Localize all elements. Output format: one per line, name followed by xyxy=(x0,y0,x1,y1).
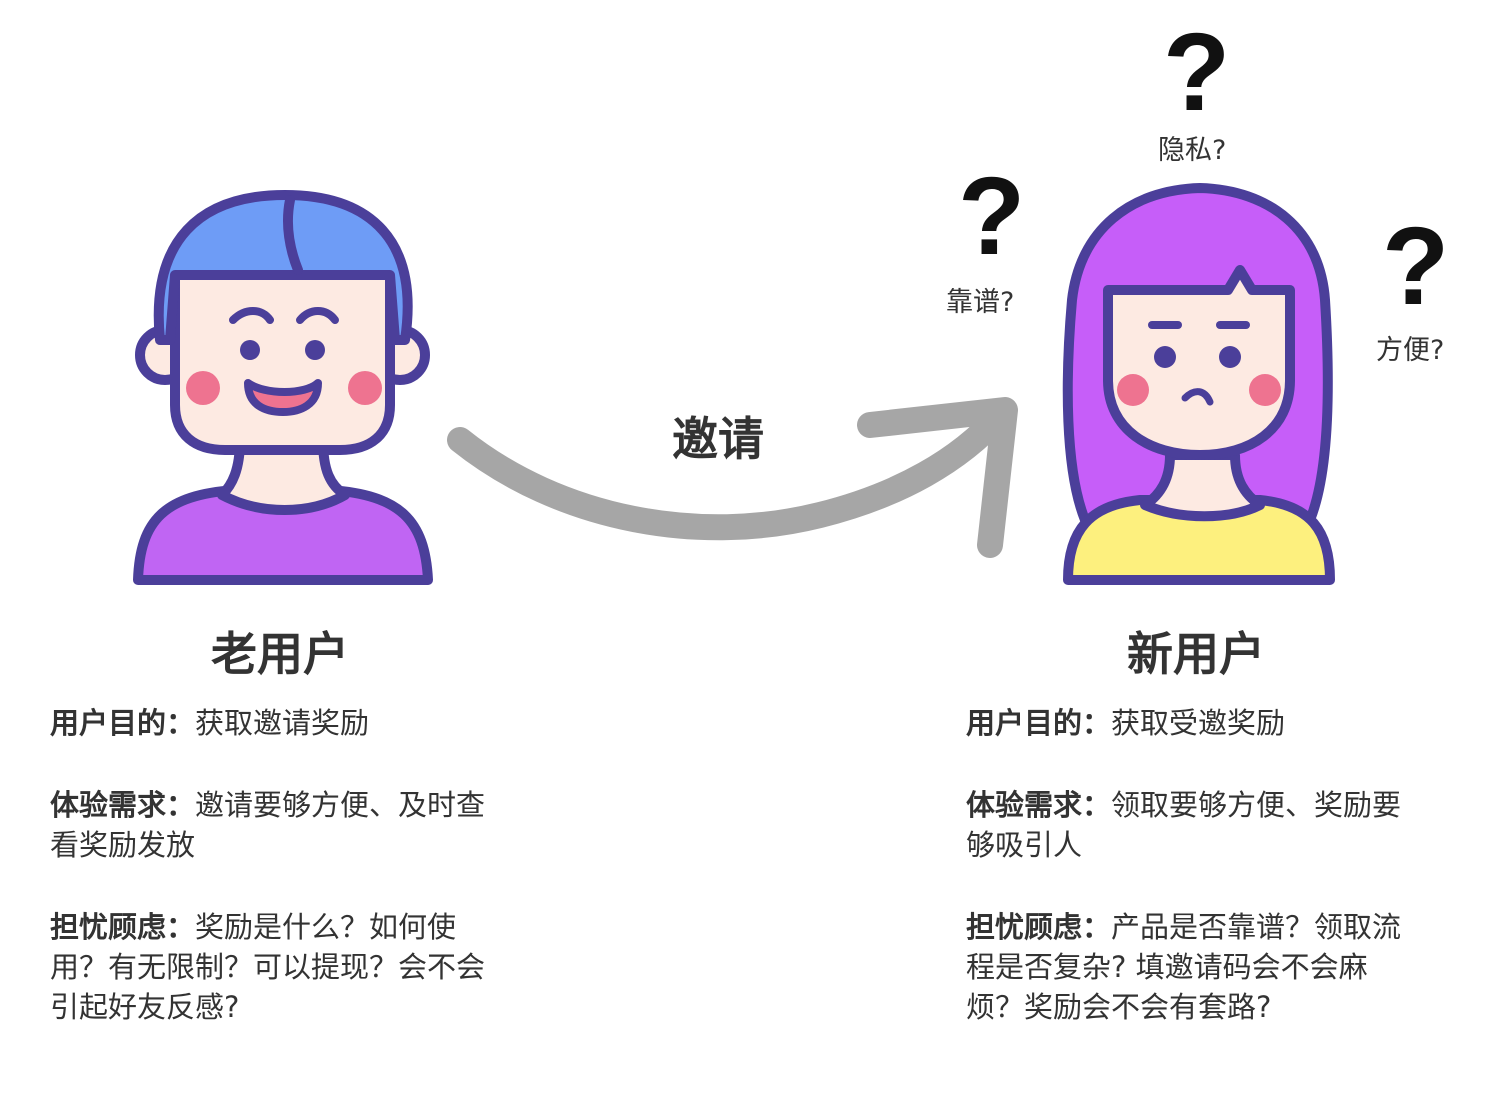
old-user-title: 老用户 xyxy=(211,627,349,681)
invite-label: 邀请 xyxy=(672,412,764,466)
boy-face xyxy=(170,265,395,455)
new-user-avatar xyxy=(1062,183,1335,585)
boy-neck xyxy=(217,435,350,515)
girl-neck xyxy=(1140,450,1265,522)
boy-hair xyxy=(153,190,413,345)
question-privacy: 隐私? xyxy=(1158,135,1227,166)
old-user-avatar xyxy=(133,190,433,585)
question-mark-icon: ? xyxy=(958,155,1026,278)
invite-arrow xyxy=(447,397,1018,558)
new-user-concerns: 担忧顾虑：产品是否靠谱？领取流程是否复杂? 填邀请码会不会麻烦？奖励会不会有套路… xyxy=(966,910,1402,1024)
old-user-needs: 体验需求：邀请要够方便、及时查看奖励发放 xyxy=(50,788,486,862)
new-user-goal: 用户目的：获取受邀奖励 xyxy=(966,706,1286,740)
boy-smile xyxy=(244,379,322,416)
question-convenient: 方便? xyxy=(1376,335,1445,366)
old-user-concerns: 担忧顾虑：奖励是什么？如何使用？有无限制？可以提现？会不会引起好友反感? xyxy=(50,910,486,1024)
question-mark-icon: ? xyxy=(1382,205,1450,328)
new-user-title: 新用户 xyxy=(1127,627,1265,681)
question-mark-icon: ? xyxy=(1163,11,1231,134)
old-user-details: 用户目的：获取邀请奖励 体验需求：邀请要够方便、及时查看奖励发放 担忧顾虑：奖励… xyxy=(50,703,500,1069)
old-user-goal: 用户目的：获取邀请奖励 xyxy=(50,706,370,740)
question-reliable: 靠谱? xyxy=(946,287,1015,318)
new-user-needs: 体验需求：领取要够方便、奖励要够吸引人 xyxy=(966,788,1402,862)
new-user-details: 用户目的：获取受邀奖励 体验需求：领取要够方便、奖励要够吸引人 担忧顾虑：产品是… xyxy=(966,703,1416,1069)
girl-face xyxy=(1103,265,1295,460)
